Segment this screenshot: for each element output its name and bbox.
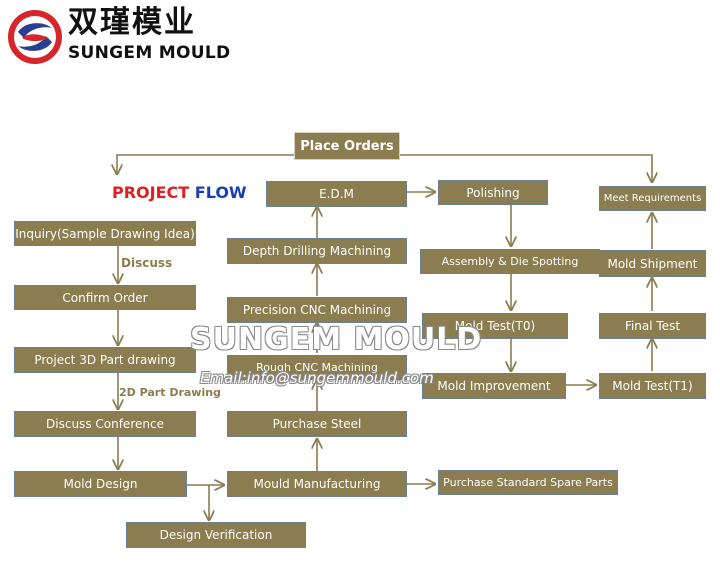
step-depth-drilling: Depth Drilling Machining (227, 238, 407, 264)
step-final-test: Final Test (599, 313, 706, 339)
watermark-email: Email:info@sungemmould.com (200, 369, 434, 387)
step-place-orders: Place Orders (294, 132, 400, 160)
step-inquiry: Inquiry(Sample Drawing Idea) (14, 221, 196, 246)
title-word-flow: FLOW (194, 183, 247, 202)
title-word-project: PROJECT (112, 183, 190, 202)
step-mold-improvement: Mold Improvement (422, 373, 566, 399)
company-name-english: SUNGEM MOULD (68, 43, 231, 63)
company-name-chinese: 双瑾模业 (68, 5, 196, 40)
step-mold-shipment: Mold Shipment (599, 250, 706, 277)
watermark-brand: SUNGEM MOULD (190, 322, 483, 357)
step-mold-test-t0: Mold Test(T0) (422, 313, 568, 339)
step-rough-cnc: Rough CNC Machining (227, 355, 407, 380)
step-meet-requirements: Meet Requirements (599, 186, 706, 211)
step-purchase-spare-parts: Purchase Standard Spare Parts (438, 470, 618, 495)
step-purchase-steel: Purchase Steel (227, 411, 407, 437)
edge-place-orders-left (117, 154, 294, 174)
step-mold-test-t1: Mold Test(T1) (599, 373, 706, 399)
step-precision-cnc: Precision CNC Machining (227, 297, 407, 323)
step-polishing: Polishing (438, 180, 548, 205)
edge-label-2d-part-drawing: 2D Part Drawing (119, 386, 221, 399)
edge-label-discuss: Discuss (121, 256, 173, 270)
step-edm: E.D.M (266, 181, 407, 207)
step-assembly-die-spotting: Assembly & Die Spotting (420, 249, 600, 274)
step-discuss-conference: Discuss Conference (14, 411, 196, 437)
edge-place-orders-right (400, 154, 652, 182)
step-confirm-order: Confirm Order (14, 285, 196, 310)
step-mold-design: Mold Design (14, 471, 187, 497)
step-design-verification: Design Verification (126, 522, 306, 548)
step-mould-manufacturing: Mould Manufacturing (227, 471, 407, 497)
company-logo-icon (8, 10, 62, 64)
diagram-title: PROJECT FLOW (112, 183, 247, 203)
step-project-3d: Project 3D Part drawing (14, 347, 196, 373)
